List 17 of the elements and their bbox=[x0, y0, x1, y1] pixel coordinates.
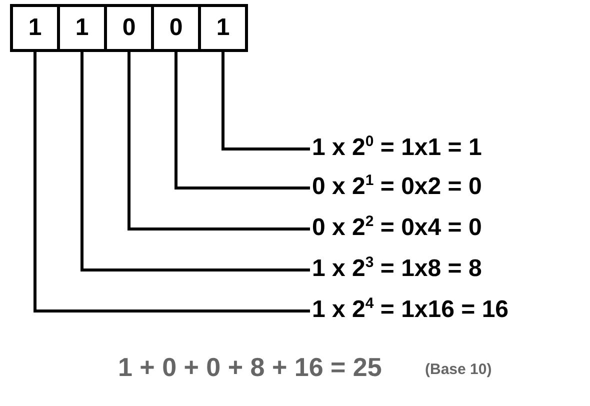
digit-cell: 0 bbox=[104, 4, 154, 52]
leader-line bbox=[128, 52, 310, 230]
place-value-expression: 1 x 2$^{0}$ = 1x1 = 1 bbox=[312, 134, 482, 162]
place-value-expression: 0 x 2$^{1}$ = 0x2 = 0 bbox=[312, 173, 482, 201]
leader-line bbox=[80, 52, 310, 272]
place-value-expression: 1 x 2$^{3}$ = 1x8 = 8 bbox=[312, 255, 482, 283]
leader-line bbox=[222, 52, 310, 150]
leader-line bbox=[174, 52, 310, 190]
sum-equation: 1 + 0 + 0 + 8 + 16 = 25 bbox=[118, 352, 382, 383]
place-value-expression: 0 x 2$^{2}$ = 0x4 = 0 bbox=[312, 214, 482, 242]
digit-cell: 0 bbox=[151, 4, 201, 52]
place-value-expression: 1 x 2$^{4}$ = 1x16 = 16 bbox=[312, 296, 509, 324]
digit-cell: 1 bbox=[10, 4, 60, 52]
base-note: (Base 10) bbox=[425, 361, 492, 378]
digit-cell: 1 bbox=[198, 4, 248, 52]
leader-line bbox=[34, 52, 310, 312]
digit-cell: 1 bbox=[57, 4, 107, 52]
